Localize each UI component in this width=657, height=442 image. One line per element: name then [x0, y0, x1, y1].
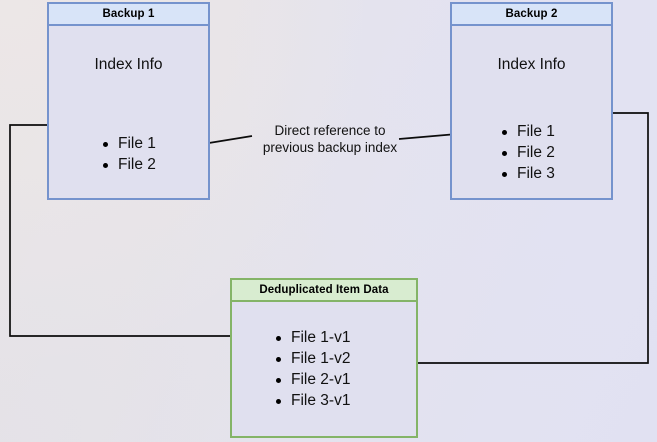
backup-2-box[interactable]: Backup 2 Index Info File 1 File 2 File 3 [450, 2, 613, 200]
backup-2-index-label: Index Info [497, 56, 566, 73]
list-item[interactable]: File 1-v1 [274, 327, 350, 348]
list-item[interactable]: File 1-v2 [274, 348, 350, 369]
direct-reference-note-line-1: Direct reference to [274, 123, 386, 138]
backup-1-file-list: File 1 File 2 [101, 133, 156, 175]
list-item[interactable]: File 1 [500, 121, 555, 142]
list-item[interactable]: File 2 [500, 142, 555, 163]
backup-2-file-list: File 1 File 2 File 3 [500, 121, 555, 184]
list-item[interactable]: File 2-v1 [274, 369, 350, 390]
list-item[interactable]: File 3-v1 [274, 390, 350, 411]
backup-2-body: Index Info File 1 File 2 File 3 [452, 26, 611, 198]
list-item[interactable]: File 2 [101, 154, 156, 175]
deduplicated-item-data-body: File 1-v1 File 1-v2 File 2-v1 File 3-v1 [232, 302, 416, 436]
deduplicated-item-data-box[interactable]: Deduplicated Item Data File 1-v1 File 1-… [230, 278, 418, 438]
backup-1-header: Backup 1 [49, 4, 208, 26]
backup-1-body: Index Info File 1 File 2 [49, 26, 208, 198]
deduplicated-item-data-header: Deduplicated Item Data [232, 280, 416, 302]
list-item[interactable]: File 3 [500, 163, 555, 184]
direct-reference-note: Direct reference to previous backup inde… [245, 122, 415, 156]
backup-2-header: Backup 2 [452, 4, 611, 26]
connector-backup2-file1-to-dedup [378, 112, 649, 363]
deduplicated-file-list: File 1-v1 File 1-v2 File 2-v1 File 3-v1 [274, 327, 350, 411]
direct-reference-note-line-2: previous backup index [262, 140, 398, 155]
backup-1-box[interactable]: Backup 1 Index Info File 1 File 2 [47, 2, 210, 200]
list-item[interactable]: File 1 [101, 133, 156, 154]
backup-1-index-label: Index Info [94, 56, 163, 73]
